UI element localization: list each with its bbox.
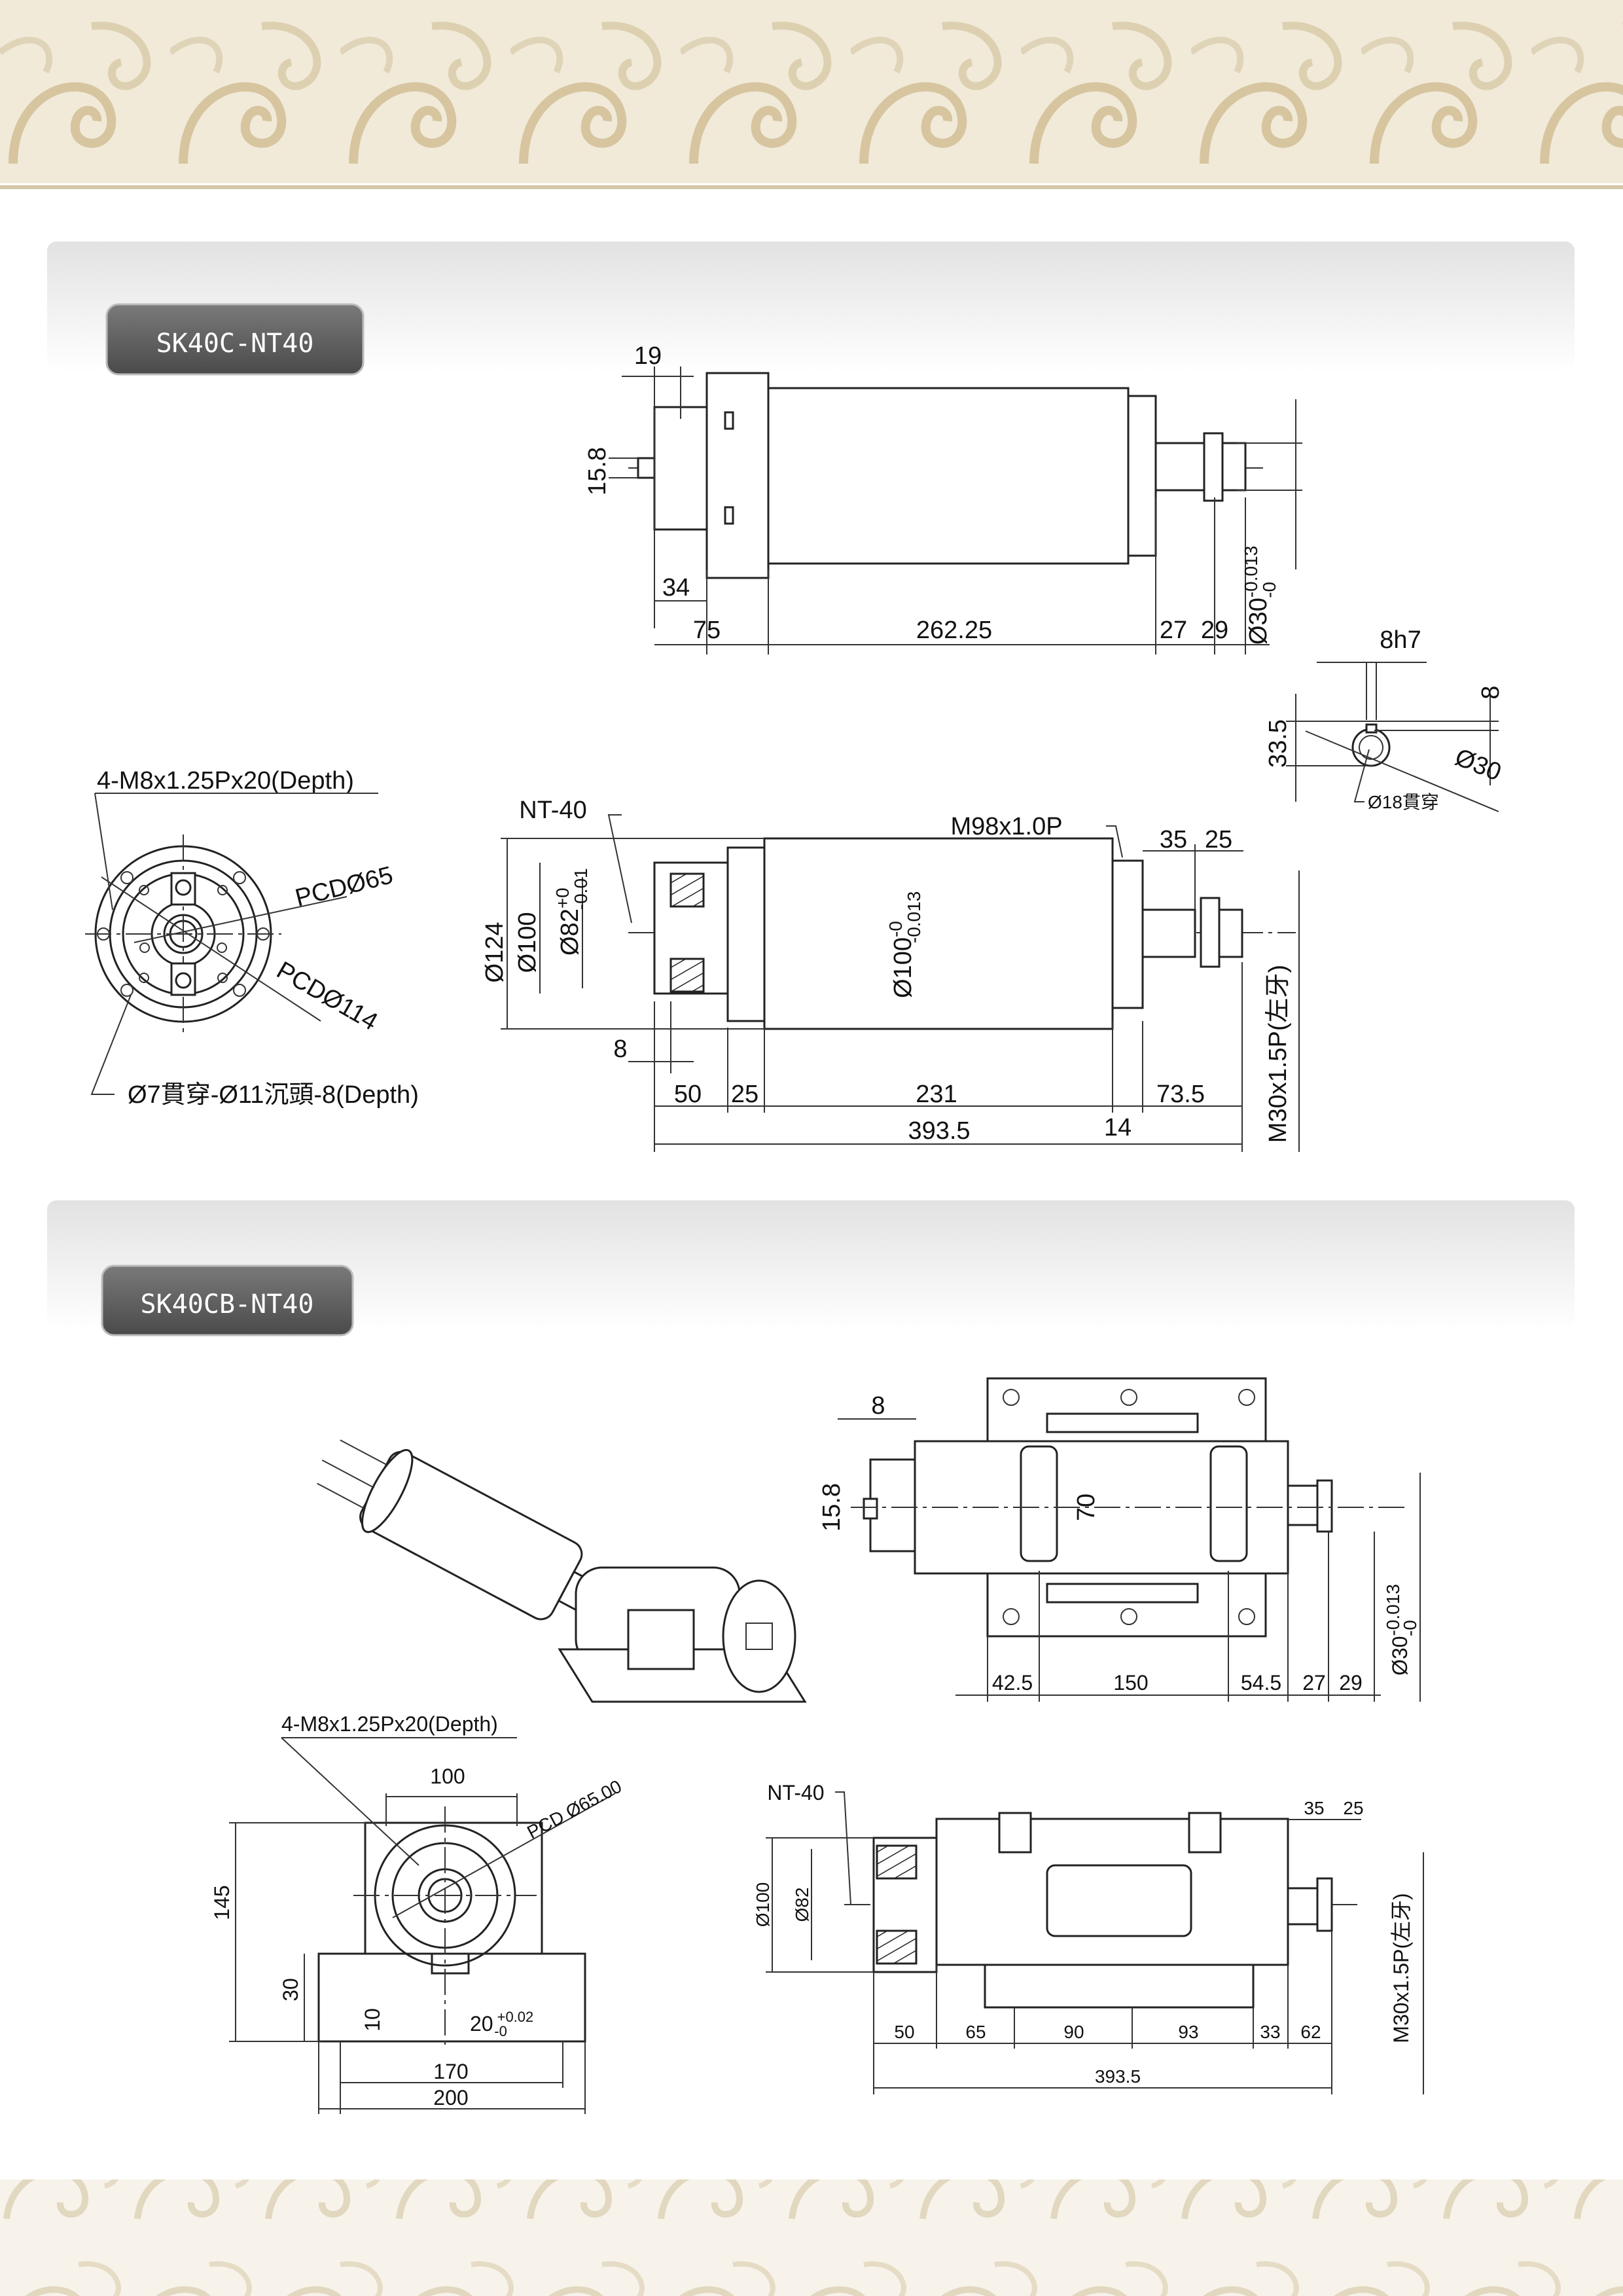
header-banner [0,0,1623,183]
dim-25: 25 [1205,826,1232,853]
dim-27: 27 [1302,1671,1326,1695]
dim-14: 14 [1104,1114,1132,1141]
section-title: SK40CB-NT40 [141,1289,314,1319]
dim-170: 170 [433,2060,468,2083]
tap-note: 4-M8x1.25Px20(Depth) [97,767,354,795]
dim-145: 145 [210,1885,234,1920]
dia-30: Ø30 [1451,744,1505,787]
total-length: 393.5 [908,1117,970,1145]
dim-200: 200 [433,2086,468,2109]
hole-note: Ø7貫穿-Ø11沉頭-8(Depth) [128,1081,419,1109]
exploded-3d-illustration [317,1439,807,1703]
pcd65: PCDØ65 [293,861,396,912]
dia-100: Ø100 [514,912,541,973]
dim-50: 50 [674,1081,702,1108]
dim-10: 10 [361,2008,384,2032]
dim-8: 8 [613,1035,627,1063]
dim-29: 29 [1339,1671,1363,1695]
bore-note: Ø18貫穿 [1368,792,1439,812]
spindle-thread: M98x1.0P [950,813,1062,840]
dim-35: 35 [1160,826,1187,853]
section-sk40c-nt40: SK40C-NT40 19 15.8 34 75 2 [47,242,1575,1152]
dim-30: 30 [279,1978,302,2001]
section-sk40cb-nt40: SK40CB-NT40 [47,1200,1575,2114]
pcd: PCD Ø65.00 [524,1776,625,1842]
shaft-diameter: Ø30-0.013-0 [1241,546,1279,645]
dim-8: 8 [1477,685,1505,699]
dim-73-5: 73.5 [1156,1081,1205,1108]
dim-15-8: 15.8 [584,447,611,495]
dim-150: 150 [1113,1671,1148,1695]
dim-27: 27 [1160,617,1187,644]
key-view: 8h7 8 33.5 Ø30 Ø18貫穿 [1264,626,1505,812]
dia-82: Ø82+0-0.01 [552,868,591,956]
footer-banner [0,2179,1623,2296]
side-view: NT-40 Ø100 Ø82 35 25 50 65 90 93 33 62 3… [753,1781,1424,2094]
dim-8: 8 [871,1392,885,1420]
shaft-diameter: Ø30-0.013-0 [1383,1584,1420,1676]
shaft-thread: M30x1.5P(左牙) [1264,965,1292,1143]
front-view: 4-M8x1.25Px20(Depth) 100 PCD Ø65.00 145 … [210,1712,625,2114]
dim-100: 100 [430,1765,465,1788]
dim-25b: 25 [731,1081,758,1108]
section-title: SK40C-NT40 [156,329,314,359]
dim-19: 19 [634,342,662,370]
total-length: 393.5 [1095,2066,1141,2087]
dim-262-25: 262.25 [916,617,992,644]
dim-50: 50 [894,2022,914,2042]
tap-note: 4-M8x1.25Px20(Depth) [281,1712,498,1736]
dim-33: 33 [1260,2022,1280,2042]
body-diameter: Ø100-0-0.013 [885,891,924,998]
dia-124: Ø124 [481,922,508,983]
dim-25: 25 [1343,1798,1363,1818]
dia-100: Ø100 [753,1882,773,1928]
dim-75: 75 [693,617,721,644]
nt40-label: NT-40 [767,1781,824,1804]
dim-33-5: 33.5 [1264,719,1292,768]
side-view: NT-40 M98x1.0P 35 25 Ø124 Ø100 Ø82+0-0.0… [481,797,1300,1152]
dim-90: 90 [1063,2022,1084,2042]
shaft-thread: M30x1.5P(左牙) [1389,1893,1413,2043]
dim-20: 20+0.02-0 [470,2009,533,2039]
top-view: 8 15.8 70 42.5 150 54.5 27 29 Ø30-0.013-… [818,1377,1421,1702]
dim-34: 34 [662,574,690,601]
dim-42-5: 42.5 [992,1671,1033,1695]
top-view: 19 15.8 34 75 262.25 27 29 Ø30-0.013-0 [584,342,1302,655]
dim-70: 70 [1073,1494,1100,1521]
dim-65: 65 [965,2022,986,2042]
dim-93: 93 [1178,2022,1198,2042]
front-view: 4-M8x1.25Px20(Depth) PCDØ65 PCDØ114 Ø7貫穿… [85,767,419,1109]
dim-54-5: 54.5 [1241,1671,1281,1695]
pcd114: PCDØ114 [272,956,383,1036]
dim-231: 231 [916,1081,957,1108]
dim-35: 35 [1304,1798,1324,1818]
dim-29: 29 [1201,617,1228,644]
dia-82: Ø82 [792,1888,812,1922]
dim-8h7: 8h7 [1380,626,1421,654]
nt40-label: NT-40 [519,797,586,824]
dim-62: 62 [1300,2022,1321,2042]
dim-15-8: 15.8 [818,1483,846,1532]
